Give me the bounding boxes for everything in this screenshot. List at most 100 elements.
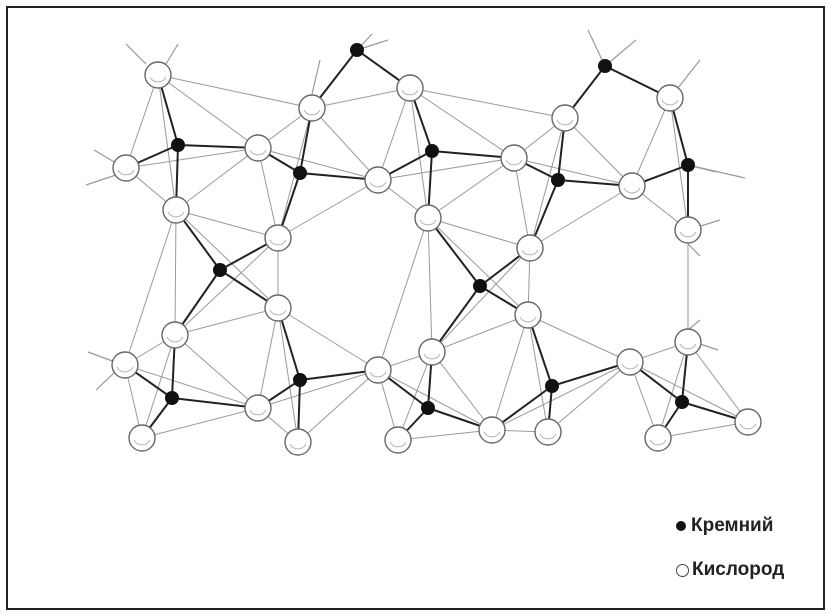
tetrahedron-edge (427, 217, 529, 316)
si-o-bond (427, 217, 481, 287)
silicon-atom (350, 43, 364, 57)
silicon-legend-label: Кремний (691, 515, 774, 536)
tetrahedron-edge (174, 237, 279, 336)
silicon-atom (421, 401, 435, 415)
silicon-atom (675, 395, 689, 409)
tetrahedron-edge (125, 74, 159, 169)
silicon-atom (293, 166, 307, 180)
oxygen-atom (128, 424, 156, 452)
oxygen-atom (656, 84, 684, 112)
bond-stub (85, 174, 117, 186)
bond-stub (687, 319, 701, 331)
tetrahedron-edge (431, 314, 529, 353)
tetrahedron-edge (564, 117, 633, 187)
tetrahedron-edge (431, 351, 493, 431)
tetrahedron-edge (124, 364, 259, 409)
bond-stub (699, 343, 719, 351)
silicon-atom (213, 263, 227, 277)
tetrahedron-edge (513, 157, 531, 249)
bond-stub (687, 164, 746, 179)
oxygen-atom (618, 172, 646, 200)
tetrahedron-edge (513, 157, 633, 187)
oxygen-atom (414, 204, 442, 232)
tetrahedron-edge (157, 74, 313, 109)
tetrahedron-edge (257, 369, 379, 409)
tetrahedron-edge (657, 341, 689, 439)
silicon-atom (293, 373, 307, 387)
tetrahedron-edge (687, 341, 749, 423)
oxygen-atom (284, 428, 312, 456)
tetrahedron-edge (527, 314, 631, 363)
tetrahedron-edge (409, 87, 566, 119)
tetrahedron-edge (141, 334, 176, 439)
oxygen-atom (514, 301, 542, 329)
tetrahedron-edge (297, 369, 379, 443)
tetrahedron-edge (174, 209, 177, 336)
oxygen-atom (162, 196, 190, 224)
oxygen-atom (364, 166, 392, 194)
bond-stub (311, 59, 321, 95)
oxygen-atom (111, 351, 139, 379)
silicon-atoms (165, 43, 695, 415)
silicon-atom (171, 138, 185, 152)
tetrahedron-edge (491, 314, 529, 431)
tetrahedron-edge (141, 407, 259, 439)
oxygen-atom (364, 356, 392, 384)
tetrahedron-edge (174, 307, 279, 336)
tetrahedron-edge (409, 87, 429, 219)
oxygen-atom (144, 61, 172, 89)
bond-stub (87, 351, 116, 363)
silicon-atom (681, 158, 695, 172)
oxygen-atoms (111, 61, 762, 456)
tetrahedron-edge (125, 147, 259, 169)
tetrahedron-edge (397, 429, 493, 441)
oxygen-atom (734, 408, 762, 436)
oxygen-atom (396, 74, 424, 102)
tetrahedron-edge (491, 361, 631, 431)
tetrahedron-edge (174, 334, 259, 409)
bond-stub (93, 149, 117, 164)
oxygen-atom (516, 234, 544, 262)
tetrahedron-edge (631, 97, 671, 187)
tetrahedron-edge (175, 147, 259, 211)
si-o-bonds (124, 49, 749, 443)
tetrahedron-edge (669, 97, 689, 231)
oxygen-atom (418, 338, 446, 366)
silicon-legend-icon (676, 521, 686, 531)
tetrahedron-edge (311, 87, 411, 109)
silicon-atom (425, 144, 439, 158)
oxygen-atom (644, 424, 672, 452)
oxygen-atom (551, 104, 579, 132)
tetrahedron-edge (257, 147, 279, 239)
tetrahedron-edge (175, 209, 279, 309)
tetrahedron-edge (529, 185, 633, 249)
oxygen-legend-icon (676, 563, 689, 577)
tetrahedron-edge (175, 209, 279, 239)
oxygen-atom (298, 94, 326, 122)
tetrahedron-edge (157, 74, 259, 149)
legend-silicon: Кремний (676, 515, 773, 537)
tetrahedron-edge (277, 307, 379, 371)
silicon-atom (473, 279, 487, 293)
tetrahedron-edge (397, 351, 433, 441)
si-o-bond (171, 397, 259, 409)
oxygen-atom (384, 426, 412, 454)
oxygen-atom (616, 348, 644, 376)
tetrahedron-edge (377, 87, 411, 181)
silicon-atom (551, 173, 565, 187)
tetrahedron-edge (427, 217, 531, 249)
oxygen-atom (112, 154, 140, 182)
tetrahedron-edge (157, 74, 177, 211)
oxygen-atom (244, 394, 272, 422)
silicon-atom (598, 59, 612, 73)
oxygen-atom (478, 416, 506, 444)
oxygen-atom (674, 216, 702, 244)
tetrahedron-edges (124, 74, 749, 443)
tetrahedron-edge (377, 157, 515, 181)
oxygen-atom (264, 294, 292, 322)
oxygen-atom (161, 321, 189, 349)
bond-stub (165, 43, 179, 65)
tetrahedron-edge (547, 361, 631, 433)
oxygen-atom (264, 224, 292, 252)
